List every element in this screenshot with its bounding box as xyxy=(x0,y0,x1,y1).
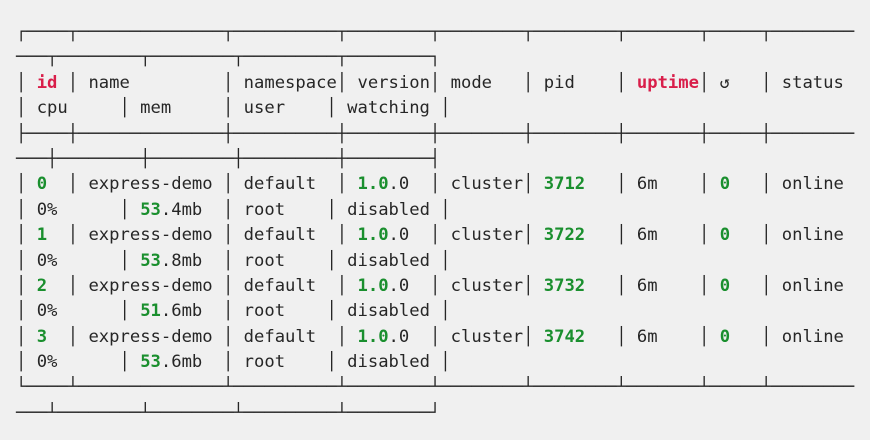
terminal-text-segment: │ xyxy=(16,326,37,347)
terminal-text-segment: │ ↺ │ status xyxy=(698,72,855,93)
row-2-line-1: │ 2 │ express-demo │ default │ 1.0.0 │ c… xyxy=(16,274,870,299)
terminal-text-segment: 53 xyxy=(140,250,161,271)
header-separator-line-2: ───┼────────┼────────┼─────────┼────────… xyxy=(16,147,870,172)
terminal-text-segment: ├────┼──────────────┼──────────┼────────… xyxy=(16,123,855,144)
terminal-text-segment: │ express-demo │ default │ xyxy=(47,225,358,246)
terminal-text-segment: │ cpu │ mem │ user │ watching │ xyxy=(16,98,451,119)
terminal-text-segment: 51 xyxy=(140,301,161,322)
terminal-text-segment: │ 6m │ xyxy=(585,326,720,347)
terminal-text-segment: └────┴──────────────┴──────────┴────────… xyxy=(16,377,855,398)
terminal-text-segment: 3712 xyxy=(543,174,586,195)
border-bottom-line-1: └────┴──────────────┴──────────┴────────… xyxy=(16,375,870,400)
border-bottom-line-2: ───┴────────┴────────┴─────────┴────────… xyxy=(16,401,870,426)
header-line-1: │ id │ name │ namespace│ version│ mode │… xyxy=(16,71,870,96)
border-top-line-1: ┌────┬──────────────┬──────────┬────────… xyxy=(16,20,870,45)
border-top-line-2: ───┬────────┬────────┬─────────┬────────… xyxy=(16,45,870,70)
terminal-text-segment: │ online xyxy=(730,174,855,195)
terminal-text-segment: id xyxy=(36,72,58,93)
terminal-text-segment: ───┼────────┼────────┼─────────┼────────… xyxy=(16,148,441,169)
terminal-text-segment: │ xyxy=(16,275,37,296)
terminal-text-segment: │ 0% │ xyxy=(16,301,141,322)
row-2-line-2: │ 0% │ 51.6mb │ root │ disabled │ xyxy=(16,299,870,324)
terminal-text-segment: 53 xyxy=(140,199,161,220)
terminal-text-segment: │ online xyxy=(730,275,855,296)
terminal-text-segment: .6mb │ root │ disabled │ xyxy=(160,301,451,322)
terminal-text-segment: .6mb │ root │ disabled │ xyxy=(160,352,451,373)
terminal-text-segment: │ express-demo │ default │ xyxy=(47,275,358,296)
terminal-text-segment: 0 xyxy=(719,225,731,246)
row-1-line-1: │ 1 │ express-demo │ default │ 1.0.0 │ c… xyxy=(16,223,870,248)
terminal-text-segment: 3732 xyxy=(543,275,586,296)
terminal-text-segment: .8mb │ root │ disabled │ xyxy=(160,250,451,271)
terminal-text-segment: 0 xyxy=(719,326,731,347)
terminal-text-segment: 1.0 xyxy=(357,225,389,246)
terminal-text-segment: │ 6m │ xyxy=(585,174,720,195)
terminal-text-segment: ───┴────────┴────────┴─────────┴────────… xyxy=(16,402,441,423)
terminal-text-segment: 2 xyxy=(36,275,48,296)
header-line-2: │ cpu │ mem │ user │ watching │ xyxy=(16,96,870,121)
terminal-text-segment: │ xyxy=(16,174,37,195)
terminal-text-segment: │ 0% │ xyxy=(16,352,141,373)
terminal-text-segment: 53 xyxy=(140,352,161,373)
terminal-text-segment: 1.0 xyxy=(357,326,389,347)
row-3-line-2: │ 0% │ 53.6mb │ root │ disabled │ xyxy=(16,350,870,375)
terminal-text-segment: .0 │ cluster│ xyxy=(388,275,544,296)
terminal-text-segment: .0 │ cluster│ xyxy=(388,174,544,195)
terminal-text-segment: uptime xyxy=(636,72,699,93)
terminal-text-segment: │ 6m │ xyxy=(585,275,720,296)
terminal-text-segment: ┌────┬──────────────┬──────────┬────────… xyxy=(16,22,855,42)
terminal-text-segment: .4mb │ root │ disabled │ xyxy=(160,199,451,220)
terminal-text-segment: .0 │ cluster│ xyxy=(388,225,544,246)
terminal-text-segment: 1.0 xyxy=(357,275,389,296)
terminal-text-segment: │ name │ namespace│ version│ mode │ pid … xyxy=(57,72,637,93)
terminal-text-segment: │ online xyxy=(730,326,855,347)
terminal-text-segment: 0 xyxy=(719,174,731,195)
terminal-text-segment: │ 0% │ xyxy=(16,199,141,220)
terminal-text-segment: │ express-demo │ default │ xyxy=(47,174,358,195)
terminal-text-segment: 1 xyxy=(36,225,48,246)
row-0-line-1: │ 0 │ express-demo │ default │ 1.0.0 │ c… xyxy=(16,172,870,197)
row-0-line-2: │ 0% │ 53.4mb │ root │ disabled │ xyxy=(16,198,870,223)
terminal-text-segment: │ express-demo │ default │ xyxy=(47,326,358,347)
row-1-line-2: │ 0% │ 53.8mb │ root │ disabled │ xyxy=(16,249,870,274)
terminal-text-segment: │ 0% │ xyxy=(16,250,141,271)
terminal-text-segment: │ online xyxy=(730,225,855,246)
terminal-text-segment: ───┬────────┬────────┬─────────┬────────… xyxy=(16,47,441,68)
terminal-text-segment: .0 │ cluster│ xyxy=(388,326,544,347)
terminal-text-segment: 3742 xyxy=(543,326,586,347)
terminal-text-segment: 0 xyxy=(719,275,731,296)
header-separator-line-1: ├────┼──────────────┼──────────┼────────… xyxy=(16,122,870,147)
row-3-line-1: │ 3 │ express-demo │ default │ 1.0.0 │ c… xyxy=(16,325,870,350)
terminal-text-segment: │ 6m │ xyxy=(585,225,720,246)
terminal-text-segment: 3 xyxy=(36,326,48,347)
terminal-text-segment: │ xyxy=(16,225,37,246)
terminal-text-segment: 0 xyxy=(36,174,48,195)
terminal-text-segment: │ xyxy=(16,72,37,93)
terminal-text-segment: 1.0 xyxy=(357,174,389,195)
terminal-text-segment: 3722 xyxy=(543,225,586,246)
